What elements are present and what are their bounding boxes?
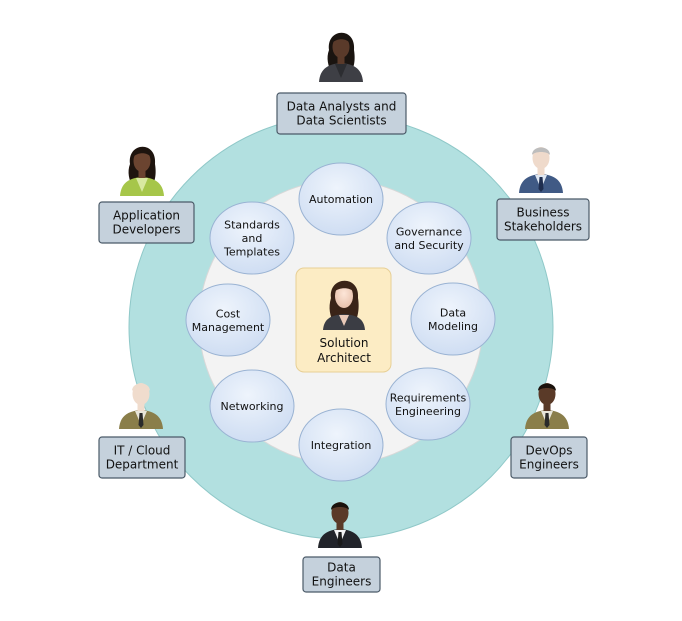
bubble-label: and Security bbox=[394, 239, 464, 252]
bubble-label: Templates bbox=[223, 246, 280, 259]
man-avatar-icon bbox=[318, 502, 362, 548]
bubble-label: Modeling bbox=[428, 320, 478, 333]
bubble-label: Standards bbox=[224, 219, 280, 232]
center-label-line-2: Architect bbox=[317, 351, 371, 365]
stakeholder-box bbox=[496, 198, 590, 241]
bubble-label: Integration bbox=[311, 439, 372, 452]
stakeholder-label: Application bbox=[113, 209, 180, 223]
bubble-shape bbox=[209, 201, 295, 275]
center-role: Solution Architect bbox=[295, 267, 392, 373]
bubble-shape bbox=[298, 162, 384, 236]
bubble-shape bbox=[185, 283, 271, 357]
bubble-label: and bbox=[242, 232, 263, 245]
solution-architect-avatar bbox=[323, 280, 365, 330]
center-label-line-1: Solution bbox=[320, 336, 369, 350]
bubble-shape bbox=[209, 369, 295, 443]
stakeholder-label: Data bbox=[327, 561, 356, 575]
stakeholder-box bbox=[98, 201, 195, 244]
stakeholder-box bbox=[510, 436, 588, 479]
woman-avatar-icon bbox=[120, 146, 164, 196]
stakeholder-label: Data Scientists bbox=[296, 114, 386, 128]
stakeholder-label: Business bbox=[517, 206, 570, 220]
stakeholder-label: Data Analysts and bbox=[287, 100, 397, 114]
stakeholder-box bbox=[276, 92, 407, 135]
bubble-shape bbox=[386, 201, 472, 275]
bubble-label: Automation bbox=[309, 193, 373, 206]
man-avatar-icon bbox=[119, 383, 163, 429]
stakeholder-label: DevOps bbox=[525, 444, 572, 458]
bubble-shape bbox=[298, 408, 384, 482]
stakeholder-label: Stakeholders bbox=[504, 220, 582, 234]
stakeholder-box bbox=[302, 556, 381, 593]
bubble-integration: Integration bbox=[298, 408, 384, 482]
bubble-automation: Automation bbox=[298, 162, 384, 236]
man-avatar-icon bbox=[525, 383, 569, 429]
bubble-label: Cost bbox=[216, 307, 241, 320]
woman-avatar-icon bbox=[319, 32, 363, 82]
bubble-label: Engineering bbox=[395, 405, 461, 418]
stakeholder-label: IT / Cloud bbox=[114, 444, 171, 458]
bubble-label: Management bbox=[192, 321, 265, 334]
stakeholder-label: Engineers bbox=[519, 458, 579, 472]
stakeholder-label: Developers bbox=[113, 223, 181, 237]
bubble-networking: Networking bbox=[209, 369, 295, 443]
bubble-label: Data bbox=[440, 306, 466, 319]
stakeholder-box bbox=[98, 436, 186, 479]
bubble-label: Networking bbox=[221, 400, 284, 413]
stakeholder-label: Engineers bbox=[312, 575, 372, 589]
bubble-shape bbox=[385, 367, 471, 441]
man-avatar-icon bbox=[519, 147, 563, 193]
stakeholder-label: Department bbox=[106, 458, 179, 472]
bubble-shape bbox=[410, 282, 496, 356]
bubble-label: Governance bbox=[396, 225, 463, 238]
bubble-label: Requirements bbox=[390, 391, 467, 404]
